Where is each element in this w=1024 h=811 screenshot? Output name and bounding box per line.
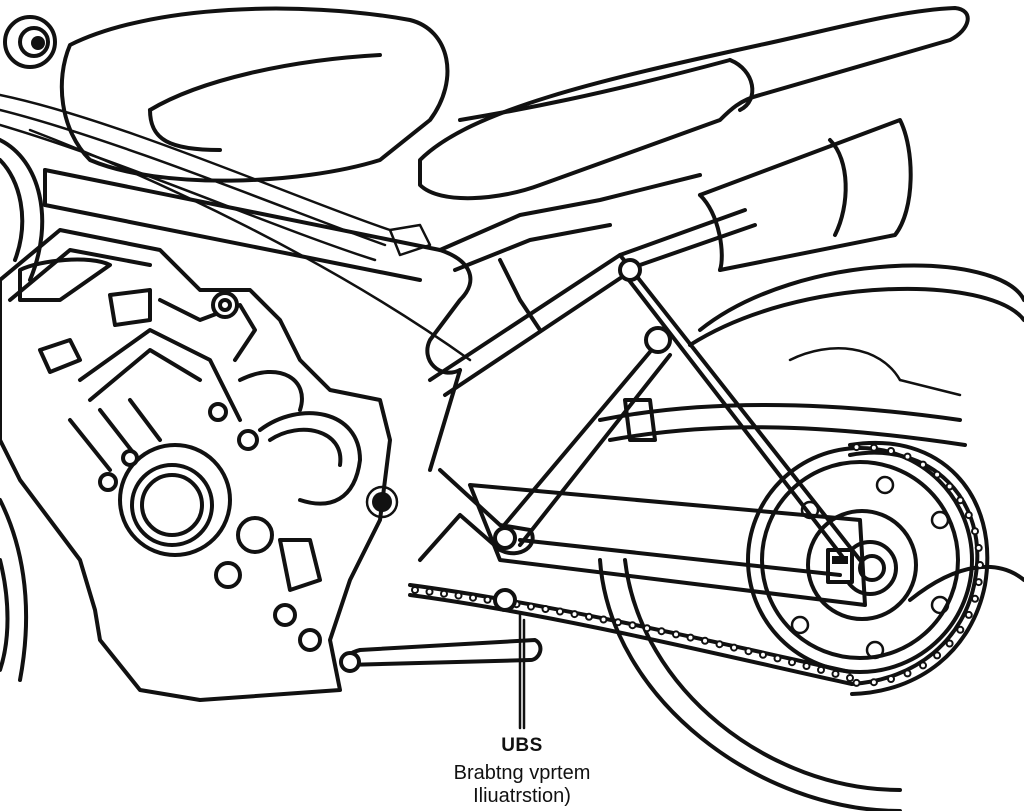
fuel-tank — [59, 6, 450, 183]
chain-link — [964, 511, 973, 520]
chain-link — [440, 589, 448, 598]
caption-subtitle-line-1: Brabtng vprtem — [453, 762, 591, 784]
drive-chain — [408, 440, 990, 696]
seat — [418, 6, 970, 201]
chain-link — [956, 496, 965, 505]
chain-link — [469, 593, 477, 602]
subframe — [428, 208, 862, 562]
exhaust-muffler — [698, 118, 913, 272]
chain-link — [527, 602, 535, 611]
chain-link — [971, 594, 979, 603]
chain-link — [425, 587, 434, 596]
chain-link — [773, 654, 782, 663]
chain-link — [933, 470, 942, 479]
chain-link — [628, 621, 637, 630]
chain-link — [614, 618, 622, 627]
chain-link — [483, 595, 492, 604]
chain-link — [788, 658, 796, 667]
chain-link — [657, 627, 666, 636]
chain-link — [964, 610, 973, 619]
chain-link — [976, 561, 984, 569]
front-wheel — [0, 498, 29, 682]
chain-link — [556, 607, 564, 616]
chain-link — [852, 678, 861, 687]
chain-link — [744, 647, 753, 656]
chain-link — [831, 669, 840, 678]
chain-link — [956, 625, 965, 634]
chain-link — [701, 636, 709, 645]
frame-front-edge — [0, 138, 45, 282]
chain-link — [887, 675, 895, 683]
chain-link — [686, 633, 695, 642]
chain-link — [887, 447, 895, 455]
chain-link — [411, 586, 419, 594]
rear-sprocket — [746, 446, 974, 674]
control-cables — [0, 93, 472, 362]
engine-block — [0, 228, 399, 702]
chain-link — [974, 578, 983, 587]
chain-link — [541, 605, 550, 613]
chain-link — [903, 669, 912, 678]
chain-link — [869, 678, 878, 687]
chain-link — [759, 650, 767, 659]
chain-link — [974, 543, 983, 552]
chain-link — [869, 443, 878, 452]
chain-link — [945, 482, 954, 491]
chain-link-dots — [411, 443, 984, 687]
steering-head — [3, 15, 57, 69]
chain-link — [585, 612, 593, 621]
chain-link — [919, 661, 927, 670]
chain-link — [846, 674, 854, 682]
chain-link — [599, 615, 608, 624]
chain-link — [715, 640, 724, 649]
chain-link — [730, 643, 738, 652]
brake-pedal — [339, 368, 543, 673]
chain-link — [933, 651, 942, 660]
chain-link — [971, 527, 979, 536]
chain-link — [903, 452, 912, 461]
frame-spar — [43, 168, 702, 375]
chain-link — [570, 610, 579, 619]
chain-link — [802, 662, 811, 670]
chain-link — [852, 443, 861, 452]
caption-leader-line — [518, 613, 526, 730]
chain-link — [919, 460, 927, 469]
chain-link — [672, 630, 680, 639]
chain-link — [945, 639, 954, 648]
caption-subtitle-line-2: Iliuatrstion) — [473, 785, 571, 807]
caption-title: UBS — [501, 735, 543, 756]
chain-link — [454, 591, 463, 600]
chain-link — [817, 665, 825, 674]
chain-link — [643, 624, 651, 633]
swingarm — [468, 398, 967, 607]
